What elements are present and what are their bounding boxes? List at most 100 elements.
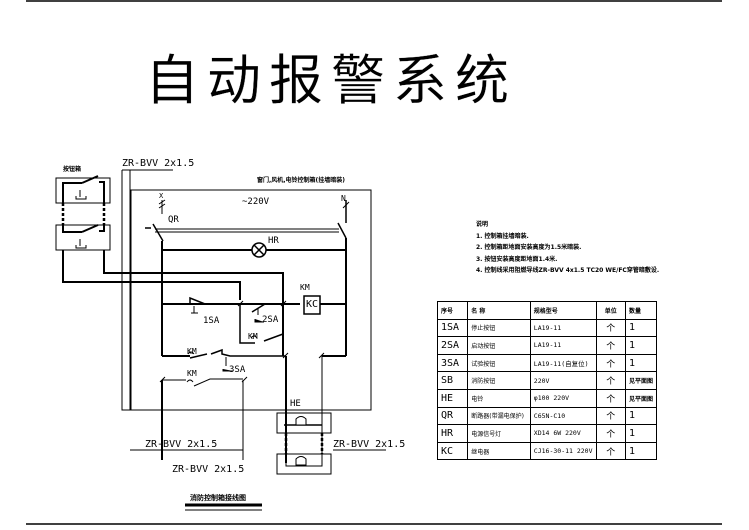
cell-code: KC <box>436 441 469 461</box>
output-ticks <box>282 352 325 359</box>
breaker-neutral-pole-icon <box>337 222 347 239</box>
neutral-tick-icon <box>342 201 350 209</box>
cell-qty: 1 <box>624 336 658 355</box>
cell-unit: 个 <box>595 388 626 408</box>
bell-label: HE <box>290 399 301 409</box>
cell-unit: 个 <box>595 424 626 443</box>
neutral-label: N <box>341 194 346 203</box>
cell-unit: 个 <box>595 406 626 426</box>
breaker-label: QR <box>168 215 179 225</box>
cell-qty: 1 <box>624 353 658 373</box>
header-unit: 单位 <box>595 301 626 320</box>
cell-code: HE <box>436 388 469 408</box>
relay-contact-label-kc: KM <box>300 283 310 292</box>
start-button-label: 2SA <box>262 315 279 325</box>
push-button-upper-base-icon <box>75 190 87 200</box>
cell-qty: 1 <box>624 424 658 443</box>
control-box-outline <box>130 189 372 411</box>
cell-name: 试验按钮 <box>467 353 531 373</box>
phase-label: X <box>159 192 164 200</box>
note-item: 1. 控制箱挂墙暗装. <box>476 233 529 240</box>
cell-unit: 个 <box>595 371 626 390</box>
cell-spec: LA19-11(自复位) <box>529 353 597 373</box>
cell-name: 停止按钮 <box>467 318 531 338</box>
lamp-hr-icon <box>251 242 267 258</box>
km-alarm-contact-icon <box>162 378 243 387</box>
bell-he-upper-icon <box>295 416 307 426</box>
push-button-lower-icon <box>62 224 105 233</box>
table-row: HR 电源信号灯 XD14 6W 220V 个 1 <box>436 424 658 443</box>
cell-name: 消防按钮 <box>467 371 531 390</box>
cell-spec: LA19-11 <box>529 336 597 355</box>
control-box-caption: 窗门,风机,电铃控制箱(挂墙暗装) <box>257 177 346 184</box>
push-button-lower-base-icon <box>75 239 87 249</box>
bell-he-box-lower <box>276 453 332 475</box>
km-test-label: KM <box>187 347 197 356</box>
cell-unit: 个 <box>595 441 626 461</box>
bell-he-box-upper <box>276 412 332 434</box>
button-box-lower <box>55 224 111 251</box>
km-holding-contact-icon <box>239 304 284 344</box>
cable-label-top: ZR-BVV 2x1.5 <box>122 158 195 169</box>
notes-heading: 说明 <box>476 221 489 228</box>
cell-spec: LA19-11 <box>529 318 597 338</box>
table-header-row: 序号 名 称 规格型号 单位 数量 <box>436 301 658 320</box>
cable-label-bottom: ZR-BVV 2x1.5 <box>172 464 245 475</box>
cell-unit: 个 <box>595 336 626 355</box>
phase-tick-icon <box>158 199 166 209</box>
cell-code: 2SA <box>436 336 469 355</box>
cell-unit: 个 <box>595 318 626 338</box>
table-row: 2SA 启动按钮 LA19-11 个 1 <box>436 336 658 355</box>
cell-name: 电源信号灯 <box>467 424 531 443</box>
cable-label-right: ZR-BVV 2x1.5 <box>333 439 406 450</box>
header-qty: 数量 <box>624 301 658 320</box>
cell-qty: 1 <box>624 318 658 338</box>
test-button-label: 3SA <box>229 365 246 375</box>
lamp-label: HR <box>268 236 279 246</box>
cell-code: HR <box>436 424 469 443</box>
cell-spec: φ100 220V <box>529 388 597 408</box>
table-row: 1SA 停止按钮 LA19-11 个 1 <box>436 318 658 338</box>
push-button-upper-icon <box>62 175 105 203</box>
cell-spec: CJ16-30-11 220V <box>529 441 597 461</box>
cell-qty: 1 <box>624 406 658 426</box>
cell-unit: 个 <box>595 353 626 373</box>
cell-name: 电铃 <box>467 388 531 408</box>
table-row: HE 电铃 φ100 220V 个 见平面图 <box>436 388 658 408</box>
cable-top-route <box>121 169 173 411</box>
table-row: KC 继电器 CJ16-30-11 220V 个 1 <box>436 441 658 461</box>
voltage-label: ~220V <box>242 197 270 207</box>
km-holding-arc-icon <box>250 335 258 339</box>
km-holding-label: KM <box>248 332 258 341</box>
note-item: 4. 控制线采用阻燃导线ZR-BVV 4x1.5 TC20 WE/FC穿管暗敷设… <box>476 267 660 274</box>
cell-spec: XD14 6W 220V <box>529 424 597 443</box>
cell-name: 断路器(带漏电保护) <box>467 406 531 426</box>
km-alarm-label: KM <box>187 369 197 378</box>
header-name: 名 称 <box>467 301 531 320</box>
start-button-2sa-base-icon <box>254 308 264 323</box>
note-item: 2. 控制箱距地面安装高度为1.5米暗装. <box>476 244 582 251</box>
test-button-3sa-icon <box>189 348 286 359</box>
note-item: 3. 按钮安装高度距地面1.4米. <box>476 256 558 263</box>
test-button-3sa-base-icon <box>222 357 233 372</box>
wire-panel-left <box>62 250 241 300</box>
cell-qty: 见平面图 <box>624 388 658 408</box>
cell-code: QR <box>436 406 469 426</box>
cell-qty: 见平面图 <box>624 371 658 390</box>
parts-table: 序号 名 称 规格型号 单位 数量 1SA 停止按钮 LA19-11 个 1 2… <box>436 301 658 461</box>
table-row: 3SA 试验按钮 LA19-11(自复位) 个 1 <box>436 353 658 373</box>
km-alarm-arc-icon <box>186 379 194 383</box>
junction-ticks <box>237 300 287 307</box>
cell-code: 3SA <box>436 353 469 373</box>
table-row: SB 消防按钮 220V 个 见平面图 <box>436 371 658 390</box>
cell-code: SB <box>436 371 469 390</box>
bell-lower-wiring <box>285 454 323 467</box>
button-box <box>55 175 284 356</box>
diagram-caption: 消防控制箱接线图 <box>190 494 246 502</box>
cell-name: 启动按钮 <box>467 336 531 355</box>
button-box-upper <box>55 177 111 204</box>
relay-coil-kc <box>303 295 321 315</box>
km-contact-arc-icon <box>187 351 195 355</box>
relay-coil-label: KC <box>306 299 319 310</box>
